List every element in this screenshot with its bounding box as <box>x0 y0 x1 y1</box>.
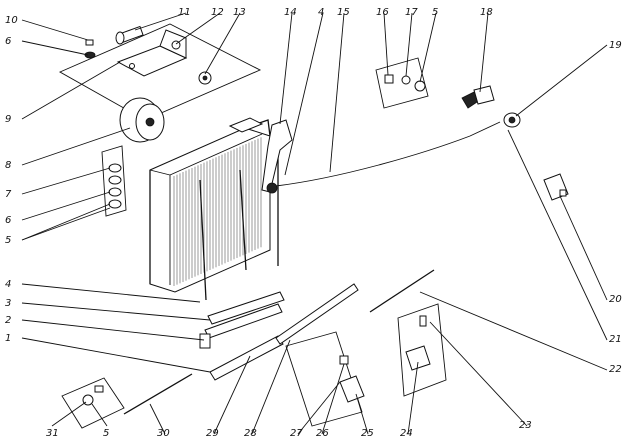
shutter-rods <box>199 291 285 349</box>
callout-27: 27 <box>290 428 303 439</box>
leader-line <box>559 195 608 301</box>
leader-line <box>21 61 121 120</box>
callout-19: 19 <box>609 40 622 51</box>
leader-line <box>405 12 413 77</box>
leader-line <box>21 319 205 341</box>
callout-15: 15 <box>337 7 350 18</box>
pull-rod <box>123 373 193 415</box>
leader-line <box>204 12 241 75</box>
leader-line <box>91 403 108 427</box>
callout-9: 9 <box>5 114 11 125</box>
control-rod <box>369 269 435 313</box>
callout-16: 16 <box>376 7 389 18</box>
leader-line <box>21 302 211 321</box>
control-cable <box>275 121 501 187</box>
leader-line <box>429 321 528 427</box>
adjusting-panel-left <box>285 331 365 427</box>
callout-23: 23 <box>519 420 532 431</box>
link-tubes <box>209 283 359 381</box>
callout-30: 30 <box>157 428 170 439</box>
washer-stack-panel <box>101 145 127 217</box>
leader-line <box>321 363 345 435</box>
leader-line <box>479 12 489 93</box>
bracket-assembly-panel <box>58 23 262 121</box>
callout-25: 25 <box>361 428 374 439</box>
callout-13: 13 <box>233 7 246 18</box>
leader-line <box>515 44 608 117</box>
callout-5-mid: 5 <box>5 235 11 246</box>
leader-line <box>21 203 111 241</box>
leader-line <box>284 12 324 176</box>
radiator-core <box>149 117 279 301</box>
callout-5-bottom: 5 <box>103 428 109 439</box>
leader-line <box>21 40 89 56</box>
leader-line <box>419 291 608 371</box>
callout-2: 2 <box>5 315 11 326</box>
callout-31: 31 <box>46 428 59 439</box>
callout-28: 28 <box>244 428 257 439</box>
leader-line <box>21 167 111 195</box>
leader-line <box>21 283 201 303</box>
callout-6-mid: 6 <box>5 215 11 226</box>
callout-8: 8 <box>5 160 11 171</box>
leader-line <box>51 401 87 427</box>
callout-labels: 10 11 12 13 6 9 8 7 6 5 14 4 15 16 17 5 … <box>5 7 622 439</box>
leader-line <box>213 355 251 435</box>
callout-22: 22 <box>609 364 622 375</box>
leader-line <box>407 361 419 435</box>
cable-clamp-panel <box>375 57 521 128</box>
callout-21: 21 <box>609 334 622 345</box>
callout-4-top: 4 <box>318 7 324 18</box>
callout-14: 14 <box>284 7 297 18</box>
leader-line <box>419 12 437 83</box>
callout-12: 12 <box>211 7 224 18</box>
leader-line <box>329 12 345 173</box>
adjusting-panel-right <box>397 303 447 397</box>
callout-24: 24 <box>400 428 413 439</box>
leader-line <box>21 337 211 373</box>
leader-line <box>175 12 221 45</box>
leader-lines <box>21 12 608 435</box>
leader-line <box>21 127 131 166</box>
leader-line <box>21 191 111 221</box>
callout-3: 3 <box>5 298 11 309</box>
callout-20: 20 <box>609 294 622 305</box>
callout-29: 29 <box>206 428 219 439</box>
small-bolt-panel <box>61 377 125 429</box>
callout-4-left: 4 <box>5 279 11 290</box>
leader-line <box>297 381 341 435</box>
leader-line <box>134 12 187 31</box>
callout-1: 1 <box>5 333 11 344</box>
callout-11: 11 <box>178 7 191 18</box>
callout-7: 7 <box>5 189 12 200</box>
callout-17: 17 <box>405 7 418 18</box>
leader-line <box>507 129 608 341</box>
callout-18: 18 <box>480 7 493 18</box>
callout-6-top: 6 <box>5 36 11 47</box>
callout-5-top: 5 <box>432 7 438 18</box>
leader-line <box>279 12 293 125</box>
leader-line <box>251 339 291 435</box>
hood-bracket <box>261 119 293 194</box>
callout-10: 10 <box>5 15 18 26</box>
leader-line <box>21 207 111 241</box>
leader-line <box>355 393 369 435</box>
leader-line <box>149 403 166 435</box>
pulley <box>119 97 165 143</box>
callout-26: 26 <box>316 428 329 439</box>
bolt-20 <box>543 173 569 201</box>
leader-line <box>21 19 89 41</box>
leader-line <box>383 12 389 76</box>
